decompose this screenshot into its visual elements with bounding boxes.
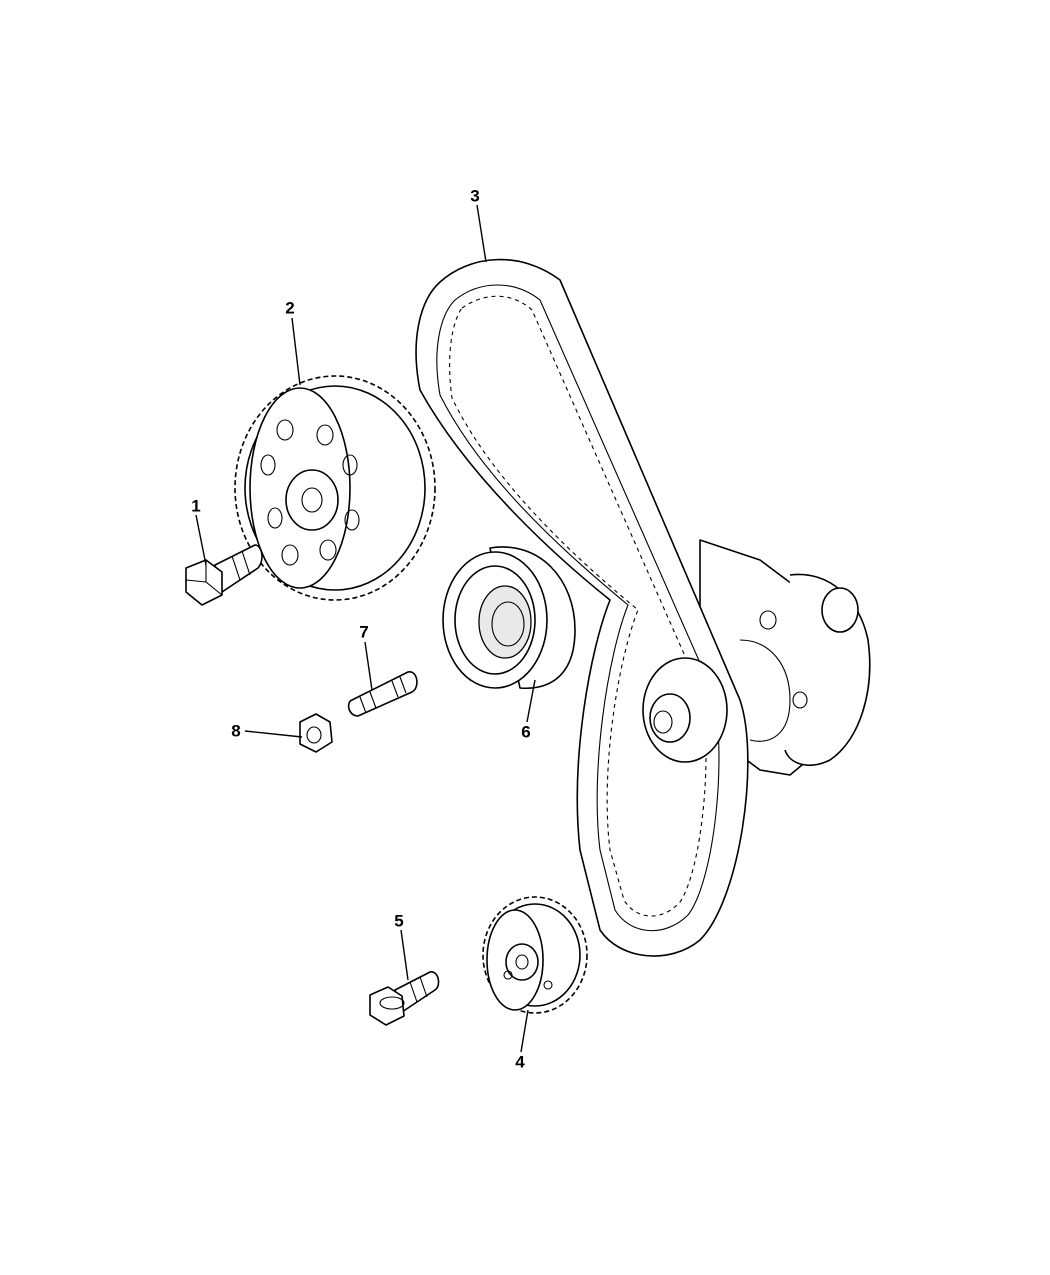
nut-8	[299, 713, 333, 753]
callout-5: 5	[394, 911, 404, 931]
callout-7: 7	[359, 622, 369, 642]
callout-3: 3	[470, 186, 480, 206]
callout-1: 1	[191, 496, 201, 516]
idler-pulley	[442, 546, 576, 690]
callout-8: 8	[231, 721, 241, 741]
stud-7	[347, 671, 418, 717]
bolt-5	[369, 971, 440, 1026]
crankshaft-sprocket	[482, 896, 588, 1014]
leader-lines	[195, 204, 536, 1053]
callout-6: 6	[521, 722, 531, 742]
tensioner-pulley	[642, 657, 728, 763]
callout-4: 4	[515, 1052, 525, 1072]
camshaft-sprocket	[234, 375, 436, 601]
callout-2: 2	[285, 298, 295, 318]
bolt-1	[185, 544, 263, 606]
